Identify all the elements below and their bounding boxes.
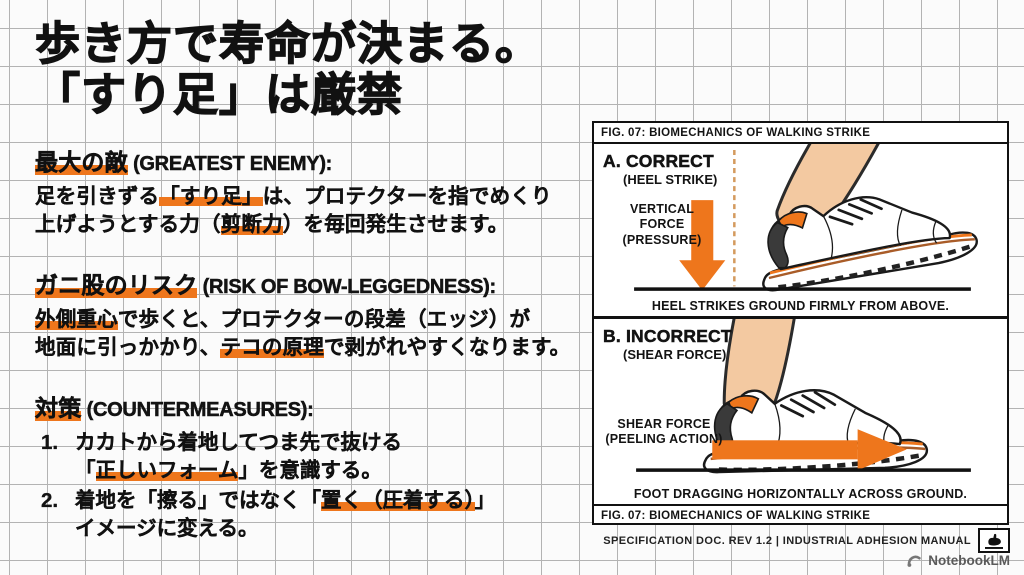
highlighted-text: 「すり足」 (159, 184, 263, 208)
heading-jp: ガニ股のリスク (35, 272, 198, 299)
text: イメージに変える。 (75, 516, 259, 540)
text: は、プロテクターを指でめくり (262, 184, 552, 208)
heading-jp: 対策 (35, 394, 82, 421)
list-text: カカトから着地してつま先で抜ける 「正しいフォーム」を意識する。 (75, 429, 402, 485)
force-line: (PRESSURE) (622, 232, 702, 247)
press-stamp-box (978, 528, 1010, 553)
countermeasure-list: 1. カカトから着地してつま先で抜ける 「正しいフォーム」を意識する。 2. 着… (35, 429, 590, 543)
list-number: 1. (41, 430, 59, 454)
title-line-2: 「すり足」は厳禁 (34, 69, 404, 121)
heading-en: (RISK OF BOW-LEGGEDNESS): (197, 276, 496, 299)
panel-a-label: A. CORRECT (603, 151, 714, 172)
body-line: 足を引きずる「すり足」は、プロテクターを指でめくり (35, 183, 590, 211)
section-heading: 対策 (COUNTERMEASURES): (35, 389, 590, 423)
list-item: 1. カカトから着地してつま先で抜ける 「正しいフォーム」を意識する。 (35, 429, 590, 485)
ground-line (636, 468, 971, 472)
section-bowlegged-risk: ガニ股のリスク (RISK OF BOW-LEGGEDNESS): 外側重心で歩… (35, 266, 590, 363)
heading-en: (GREATEST ENEMY): (127, 152, 333, 175)
highlighted-text: 外側重心 (35, 308, 118, 332)
title-line-1: 歩き方で寿命が決まる。 (34, 17, 542, 69)
figure-header: FIG. 07: BIOMECHANICS OF WALKING STRIKE (594, 123, 1007, 144)
figure-panel: FIG. 07: BIOMECHANICS OF WALKING STRIKE … (592, 121, 1009, 525)
highlighted-text: 正しいフォーム (95, 458, 239, 482)
page-title: 歩き方で寿命が決まる。 「すり足」は厳禁 (34, 17, 590, 121)
section-body: 足を引きずる「すり足」は、プロテクターを指でめくり 上げようとする力（剪断力）を… (35, 183, 590, 240)
sneaker-dragging (704, 390, 927, 472)
vertical-force-label: VERTICAL FORCE (PRESSURE) (612, 202, 712, 248)
section-heading: ガニ股のリスク (RISK OF BOW-LEGGEDNESS): (35, 266, 590, 300)
panel-a-correct: A. CORRECT (HEEL STRIKE) VERTICAL FORCE … (594, 144, 1007, 316)
list-number: 2. (41, 488, 59, 512)
watermark-text: NotebookLM (928, 552, 1010, 568)
force-line: VERTICAL (629, 202, 695, 216)
heading-en: (COUNTERMEASURES): (81, 398, 314, 421)
watermark: NotebookLM (906, 552, 1010, 568)
panel-a-sublabel: (HEEL STRIKE) (623, 172, 718, 187)
shear-force-label: SHEAR FORCE (PEELING ACTION) (598, 417, 730, 448)
shear-force-arrow (712, 429, 907, 471)
body-line: 上げようとする力（剪断力）を毎回発生させます。 (35, 211, 590, 239)
heel-strike-illustration (634, 144, 1007, 316)
panel-b-incorrect: B. INCORRECT (SHEAR FORCE) SHEAR FORCE (… (594, 316, 1007, 504)
spec-row: SPECIFICATION DOC. REV 1.2 | INDUSTRIAL … (603, 528, 1010, 553)
vertical-force-arrow (679, 200, 726, 291)
text: 」 (474, 488, 496, 512)
panel-b-label: B. INCORRECT (603, 326, 732, 347)
text: で歩くと、プロテクターの段差（エッジ）が (117, 308, 531, 332)
text: カカトから着地してつま先で抜ける (75, 430, 402, 454)
section-heading: 最大の敵 (GREATEST ENEMY): (35, 143, 590, 177)
list-item: 2. 着地を「擦る」ではなく「置く（圧着する）」 イメージに変える。 (35, 487, 590, 543)
highlighted-text: 置く（圧着する） (321, 488, 475, 512)
text: ）を毎回発生させます。 (282, 212, 509, 236)
highlighted-text: テコの原理 (220, 336, 324, 360)
force-line: FORCE (639, 217, 685, 232)
notebooklm-logo-icon (907, 555, 921, 567)
text: 」を意識する。 (238, 458, 382, 482)
text: 上げようとする力（ (35, 212, 221, 236)
force-line: SHEAR FORCE (617, 417, 711, 431)
highlighted-text: 剪断力 (220, 212, 283, 236)
body-line: 地面に引っかかり、テコの原理で剥がれやすくなります。 (35, 334, 590, 362)
body-line: 外側重心で歩くと、プロテクターの段差（エッジ）が (35, 306, 590, 334)
list-text: 着地を「擦る」ではなく「置く（圧着する）」 イメージに変える。 (75, 487, 496, 543)
text: 「 (75, 458, 96, 482)
text: 足を引きずる (35, 184, 160, 208)
panel-b-caption: FOOT DRAGGING HORIZONTALLY ACROSS GROUND… (633, 487, 968, 501)
text: で剥がれやすくなります。 (323, 336, 571, 360)
panel-a-caption: HEEL STRIKES GROUND FIRMLY FROM ABOVE. (651, 299, 950, 313)
section-greatest-enemy: 最大の敵 (GREATEST ENEMY): 足を引きずる「すり足」は、プロテク… (35, 143, 590, 240)
text: 着地を「擦る」ではなく「 (75, 488, 321, 512)
shear-force-illustration (636, 319, 971, 500)
heading-jp: 最大の敵 (35, 148, 128, 175)
ground-line (634, 287, 971, 291)
left-column: 歩き方で寿命が決まる。 「すり足」は厳禁 最大の敵 (GREATEST ENEM… (34, 17, 590, 543)
hand-press-icon (985, 533, 1003, 549)
section-body: 外側重心で歩くと、プロテクターの段差（エッジ）が 地面に引っかかり、テコの原理で… (35, 306, 590, 363)
figure-footer: FIG. 07: BIOMECHANICS OF WALKING STRIKE (594, 504, 1007, 525)
spec-text: SPECIFICATION DOC. REV 1.2 | INDUSTRIAL … (603, 534, 971, 547)
text: 地面に引っかかり、 (35, 336, 221, 360)
section-countermeasures: 対策 (COUNTERMEASURES): 1. カカトから着地してつま先で抜け… (35, 389, 590, 543)
panel-b-sublabel: (SHEAR FORCE) (623, 347, 727, 362)
force-line: (PEELING ACTION) (605, 432, 723, 447)
